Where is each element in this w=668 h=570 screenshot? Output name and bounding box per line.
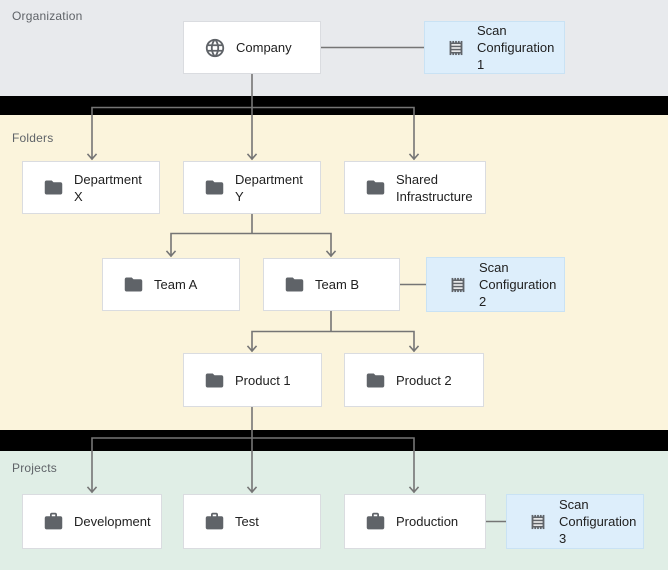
node-label: Department X (74, 171, 142, 204)
node-label: Scan Configuration 2 (479, 260, 557, 309)
briefcase-icon (43, 511, 64, 532)
node-team-b: Team B (263, 258, 400, 311)
node-label: Product 1 (235, 372, 291, 388)
scan-config-icon (447, 274, 469, 296)
node-team-a: Team A (102, 258, 240, 311)
divider-band-top (0, 96, 668, 115)
folder-icon (204, 177, 225, 198)
node-label: Development (74, 514, 151, 529)
folder-icon (204, 370, 225, 391)
node-label: Company (236, 40, 292, 55)
node-label: Production (396, 514, 459, 529)
hierarchy-edges (86, 46, 507, 523)
scan-config-icon (445, 37, 467, 59)
briefcase-icon (204, 511, 225, 532)
folder-icon (43, 177, 64, 198)
divider-band-bottom (0, 430, 668, 451)
folder-icon (123, 274, 144, 295)
scan-config-icon (527, 511, 549, 533)
node-label: Department Y (235, 171, 303, 204)
node-label: Team B (315, 277, 360, 292)
node-shared-infrastructure: Shared Infrastructure (344, 161, 486, 214)
globe-icon (204, 37, 226, 59)
folder-icon (284, 274, 305, 295)
node-department-x: Department X (22, 161, 160, 214)
node-product-2: Product 2 (344, 353, 484, 407)
node-scan-configuration-1: Scan Configuration 1 (424, 21, 565, 74)
node-label: Shared Infrastructure (396, 171, 473, 204)
section-folders-label: Folders (12, 131, 54, 145)
node-label: Scan Configuration 3 (559, 497, 637, 546)
section-organization-label: Organization (12, 9, 83, 23)
node-company: Company (183, 21, 321, 74)
node-department-y: Department Y (183, 161, 321, 214)
node-label: Test (235, 514, 259, 529)
node-scan-configuration-2: Scan Configuration 2 (426, 257, 565, 312)
node-label: Scan Configuration 1 (477, 23, 555, 72)
node-development: Development (22, 494, 162, 549)
folder-icon (365, 370, 386, 391)
briefcase-icon (365, 511, 386, 532)
node-production: Production (344, 494, 486, 549)
node-label: Product 2 (396, 372, 452, 388)
node-label: Team A (154, 277, 198, 292)
node-product-1: Product 1 (183, 353, 322, 407)
node-test: Test (183, 494, 321, 549)
folder-icon (365, 177, 386, 198)
node-scan-configuration-3: Scan Configuration 3 (506, 494, 644, 549)
section-projects-label: Projects (12, 461, 57, 475)
